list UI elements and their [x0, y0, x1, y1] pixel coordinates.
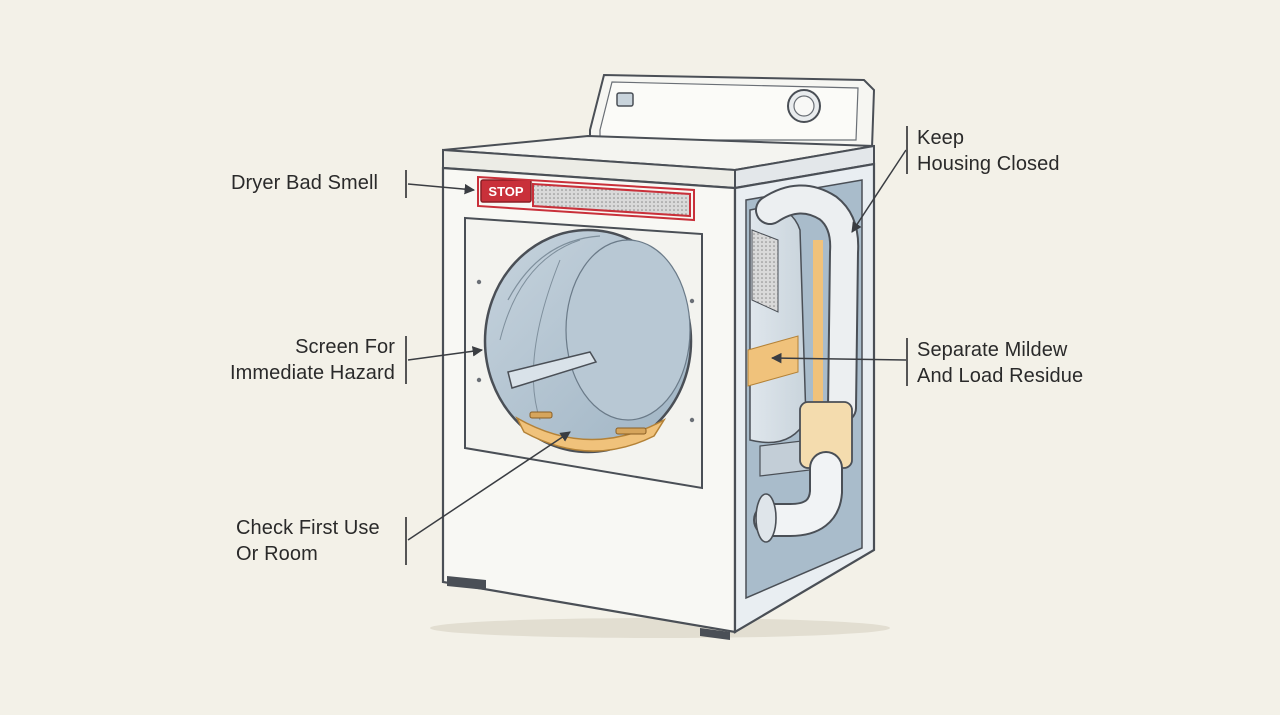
arrow-keep-housing — [851, 149, 907, 233]
floor-shadow — [430, 618, 890, 638]
label-line: Immediate Hazard — [230, 362, 395, 384]
callout-arrows — [407, 149, 907, 541]
label-check-first-use: Check First Use Or Room — [236, 515, 380, 567]
label-line: Check First Use — [236, 517, 380, 539]
exhaust-duct-icon — [753, 184, 860, 543]
arrow-separate-mildew — [770, 352, 907, 364]
callout-bar-keep-housing — [906, 126, 908, 174]
arrow-dryer-bad-smell — [407, 183, 476, 195]
label-screen-hazard: Screen For Immediate Hazard — [207, 334, 395, 386]
vent-strip — [477, 175, 695, 222]
drum-opening — [483, 228, 693, 454]
control-button-icon — [616, 92, 634, 107]
label-line: Housing Closed — [917, 153, 1060, 175]
label-line: Dryer Bad Smell — [231, 172, 379, 194]
drum-baffle-icon — [507, 351, 598, 389]
label-line: Screen For — [295, 336, 395, 358]
label-line: And Load Residue — [917, 365, 1084, 387]
arrow-screen-hazard — [407, 346, 484, 361]
label-line: Separate Mildew — [917, 339, 1068, 361]
label-dryer-bad-smell: Dryer Bad Smell — [231, 170, 378, 196]
control-knob-icon — [787, 89, 821, 123]
callout-bar-separate-mildew — [906, 338, 908, 386]
label-line: Keep — [917, 127, 965, 149]
label-line: Or Room — [236, 543, 318, 565]
callout-bar-check-first-use — [405, 517, 407, 565]
callout-bar-screen-hazard — [405, 336, 407, 384]
label-separate-mildew: Separate Mildew And Load Residue — [917, 337, 1083, 389]
svg-text:STOP: STOP — [488, 184, 523, 199]
stop-badge-icon: STOP — [480, 179, 532, 203]
callout-bar-dryer-bad-smell — [405, 170, 407, 198]
label-keep-housing: Keep Housing Closed — [917, 125, 1060, 177]
arrow-check-first-use — [407, 431, 571, 541]
